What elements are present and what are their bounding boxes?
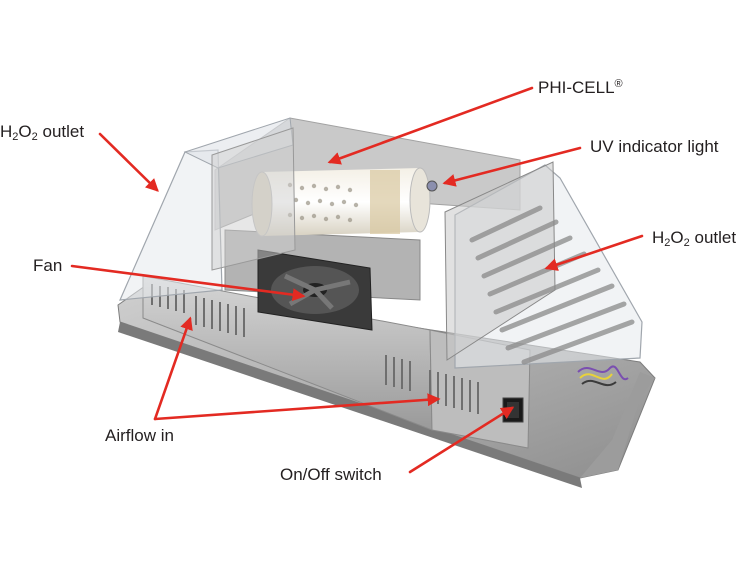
arrow-fan (70, 264, 306, 302)
acrylic-shield-left (119, 117, 296, 301)
arrow-h2o2-outlet-right (544, 234, 644, 271)
arrow-airflow-left (153, 316, 193, 421)
wiring (577, 365, 629, 387)
label-fan: Fan (33, 256, 63, 275)
arrow-uv-indicator (442, 146, 582, 187)
label-h2o2-outlet-left: H2O2 outlet (0, 122, 85, 143)
label-airflow-in: Airflow in (105, 426, 174, 445)
arrow-airflow-right (153, 393, 441, 421)
on-off-switch (502, 397, 524, 423)
label-uv-indicator-light: UV indicator light (590, 137, 719, 156)
label-phi-cell: PHI-CELL® (538, 78, 623, 97)
arrow-on-off (408, 406, 515, 474)
airflow-vents-right (385, 355, 479, 414)
uv-indicator-light (426, 180, 438, 192)
label-h2o2-outlet-right: H2O2 outlet (652, 228, 737, 249)
label-on-off-switch: On/Off switch (280, 465, 382, 484)
arrow-h2o2-outlet-left (98, 132, 159, 192)
callout-arrows (70, 86, 644, 474)
fan (257, 249, 373, 331)
arrow-phi-cell (327, 86, 534, 165)
